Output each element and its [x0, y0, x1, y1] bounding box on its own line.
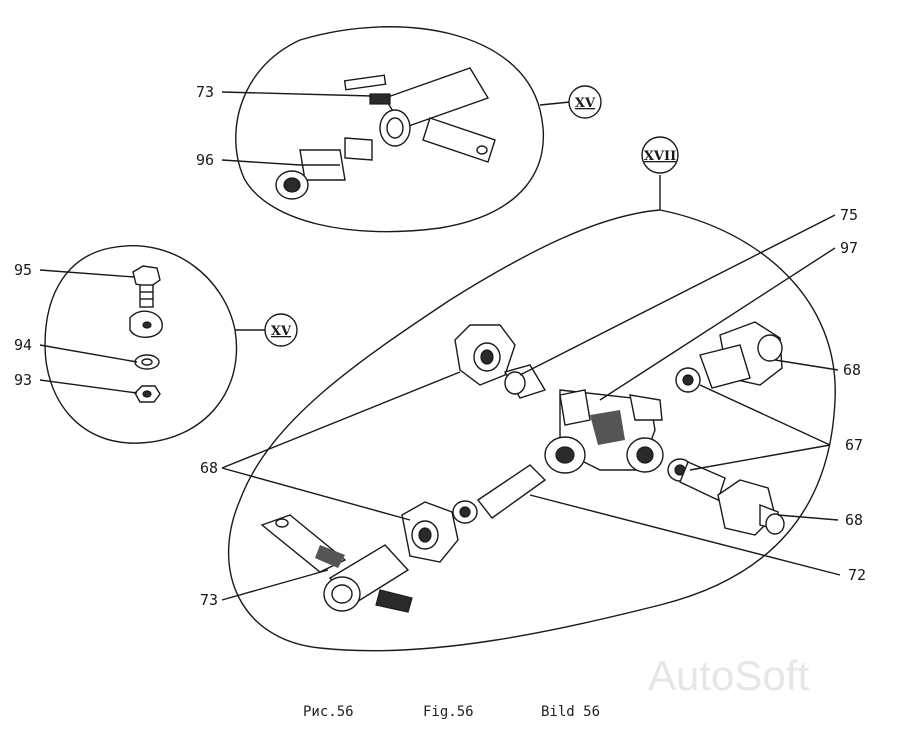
caption-en: Fig.56 — [423, 704, 474, 720]
callout-75: 75 — [840, 206, 858, 224]
callout-67: 67 — [845, 436, 863, 454]
bolt — [132, 265, 161, 308]
main-detail-outline — [227, 209, 836, 652]
watermark: AutoSoft — [648, 652, 810, 699]
pipe-72 — [452, 464, 547, 524]
callout-72: 72 — [848, 566, 866, 584]
union-nut-upper-right — [675, 321, 783, 393]
callout-97: 97 — [840, 239, 858, 257]
detail-mark-xv-left — [264, 313, 298, 347]
callout-68-left: 68 — [200, 459, 218, 477]
detail-mark-xv-top — [568, 85, 602, 119]
detail-mark-xvii-label: XVII — [644, 149, 676, 164]
callout-94: 94 — [14, 336, 32, 354]
tube-clamp-top — [343, 67, 496, 163]
callout-73-top: 73 — [196, 83, 214, 101]
top-detail-outline — [235, 26, 545, 233]
sleeve-75 — [503, 364, 547, 399]
detail-mark-xvii — [641, 136, 679, 174]
caption-de: Bild 56 — [541, 704, 601, 720]
callout-68-right-bottom: 68 — [845, 511, 863, 529]
spring-washer — [134, 354, 160, 370]
union-nut-lower-right — [717, 479, 785, 536]
detail-mark-xv-top-label: XV — [575, 96, 596, 111]
nipple-lower-right — [667, 458, 726, 501]
caption-ru: Рис.56 — [303, 704, 354, 720]
callout-95: 95 — [14, 261, 32, 279]
leader-lines — [39, 91, 841, 601]
tube-clamp-bottom — [260, 514, 413, 613]
union-nut-lower-left — [401, 501, 459, 563]
callout-96: 96 — [196, 151, 214, 169]
nut-small — [134, 385, 161, 403]
lock-plate — [129, 310, 163, 338]
union-nut-upper-left — [454, 324, 516, 386]
cross-tee-97 — [544, 389, 664, 474]
callout-73-bottom: 73 — [200, 591, 218, 609]
left-detail-outline — [44, 245, 238, 444]
detail-mark-xv-left-label: XV — [271, 324, 292, 339]
callout-68-right-top: 68 — [843, 361, 861, 379]
callout-93: 93 — [14, 371, 32, 389]
union-fitting-top — [275, 137, 373, 200]
